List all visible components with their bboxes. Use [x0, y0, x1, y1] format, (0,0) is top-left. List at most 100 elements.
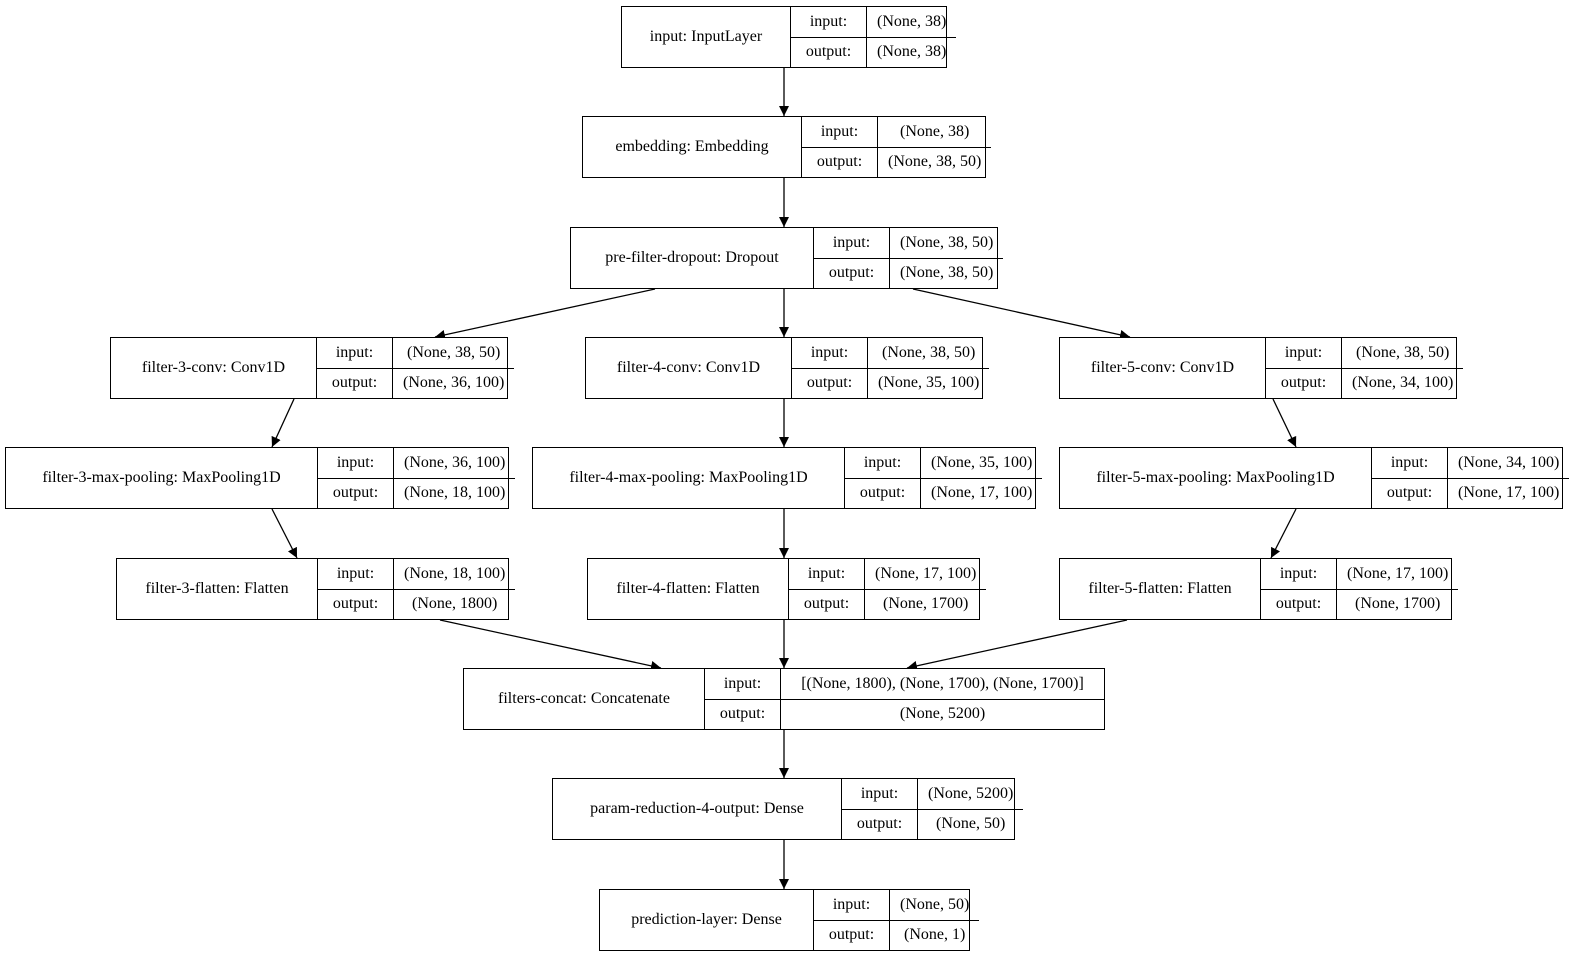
input-key-label: input: [1261, 559, 1336, 590]
output-key-label: output: [816, 153, 863, 171]
input-shape-value: (None, 35, 100) [921, 448, 1043, 479]
input-key-label: input: [814, 890, 889, 921]
input-key-label: input: [791, 7, 866, 38]
output-shape-value: (None, 38, 50) [888, 153, 982, 171]
edge-filter-5-conv-to-filter-5-max-pooling [1272, 398, 1297, 448]
input-key-label: input: [842, 779, 917, 810]
output-shape-value: (None, 5200) [899, 705, 986, 723]
input-shape-value: (None, 38) [867, 7, 957, 38]
edge-filter-3-flatten-to-filters-concat [439, 619, 662, 671]
output-shape-value: (None, 1800) [412, 595, 498, 613]
layer-name: filter-3-flatten: Flatten [117, 559, 318, 619]
input-shape-value: (None, 38, 50) [1342, 338, 1464, 369]
output-key-label: output: [805, 43, 852, 61]
layer-name: pre-filter-dropout: Dropout [571, 228, 814, 288]
input-shape-value: (None, 34, 100) [1448, 448, 1570, 479]
input-key-label: input: [1266, 338, 1341, 369]
output-key-label: output: [331, 374, 378, 392]
layer-name: filter-5-max-pooling: MaxPooling1D [1060, 448, 1372, 508]
output-shape-value: (None, 38) [877, 43, 947, 61]
output-shape-value: (None, 35, 100) [878, 374, 980, 392]
input-key-label: input: [317, 338, 392, 369]
layer-name: embedding: Embedding [583, 117, 802, 177]
output-shape-value: (None, 17, 100) [1458, 484, 1560, 502]
layer-name: filter-5-conv: Conv1D [1060, 338, 1266, 398]
input-shape-value: (None, 38, 50) [868, 338, 990, 369]
output-shape-value: (None, 1) [904, 926, 966, 944]
input-key-label: input: [789, 559, 864, 590]
layer-name: filter-5-flatten: Flatten [1060, 559, 1261, 619]
input-key-label: input: [1372, 448, 1447, 479]
input-key-label: input: [814, 228, 889, 259]
input-shape-value: (None, 18, 100) [394, 559, 516, 590]
layer-name: filters-concat: Concatenate [464, 669, 705, 729]
output-shape-value: (None, 34, 100) [1352, 374, 1454, 392]
layer-name: filter-4-conv: Conv1D [586, 338, 792, 398]
output-key-label: output: [806, 374, 853, 392]
layer-name: filter-4-flatten: Flatten [588, 559, 789, 619]
layer-name: input: InputLayer [622, 7, 791, 67]
output-shape-value: (None, 36, 100) [403, 374, 505, 392]
input-shape-value: (None, 17, 100) [1337, 559, 1459, 590]
output-key-label: output: [332, 595, 379, 613]
input-key-label: input: [845, 448, 920, 479]
input-shape-value: [(None, 1800), (None, 1700), (None, 1700… [781, 669, 1104, 700]
edge-pre-filter-dropout-to-filter-5-conv [912, 288, 1131, 340]
output-key-label: output: [803, 595, 850, 613]
output-key-label: output: [828, 926, 875, 944]
output-key-label: output: [719, 705, 766, 723]
output-key-label: output: [1275, 595, 1322, 613]
input-shape-value: (None, 38, 50) [393, 338, 515, 369]
output-shape-value: (None, 17, 100) [931, 484, 1033, 502]
input-key-label: input: [792, 338, 867, 369]
output-key-label: output: [859, 484, 906, 502]
input-shape-value: (None, 36, 100) [394, 448, 516, 479]
layer-name: prediction-layer: Dense [600, 890, 814, 950]
output-shape-value: (None, 18, 100) [404, 484, 506, 502]
edge-filter-5-flatten-to-filters-concat [906, 619, 1128, 671]
layer-name: param-reduction-4-output: Dense [553, 779, 842, 839]
input-key-label: input: [705, 669, 780, 700]
output-key-label: output: [332, 484, 379, 502]
layer-name: filter-4-max-pooling: MaxPooling1D [533, 448, 845, 508]
layer-name: filter-3-conv: Conv1D [111, 338, 317, 398]
edge-filter-3-conv-to-filter-3-max-pooling [271, 398, 295, 448]
input-shape-value: (None, 38) [878, 117, 992, 148]
input-key-label: input: [318, 559, 393, 590]
output-key-label: output: [1280, 374, 1327, 392]
edge-filter-5-max-pooling-to-filter-5-flatten [1270, 508, 1297, 559]
input-shape-value: (None, 17, 100) [865, 559, 987, 590]
edge-filter-3-max-pooling-to-filter-3-flatten [271, 508, 298, 559]
input-key-label: input: [318, 448, 393, 479]
edge-pre-filter-dropout-to-filter-3-conv [434, 288, 656, 340]
output-key-label: output: [828, 264, 875, 282]
output-shape-value: (None, 1700) [1355, 595, 1441, 613]
output-shape-value: (None, 50) [936, 815, 1006, 833]
input-shape-value: (None, 38, 50) [890, 228, 1004, 259]
input-shape-value: (None, 5200) [918, 779, 1024, 810]
input-shape-value: (None, 50) [890, 890, 980, 921]
input-key-label: input: [802, 117, 877, 148]
output-key-label: output: [856, 815, 903, 833]
output-key-label: output: [1386, 484, 1433, 502]
output-shape-value: (None, 38, 50) [900, 264, 994, 282]
layer-name: filter-3-max-pooling: MaxPooling1D [6, 448, 318, 508]
output-shape-value: (None, 1700) [883, 595, 969, 613]
